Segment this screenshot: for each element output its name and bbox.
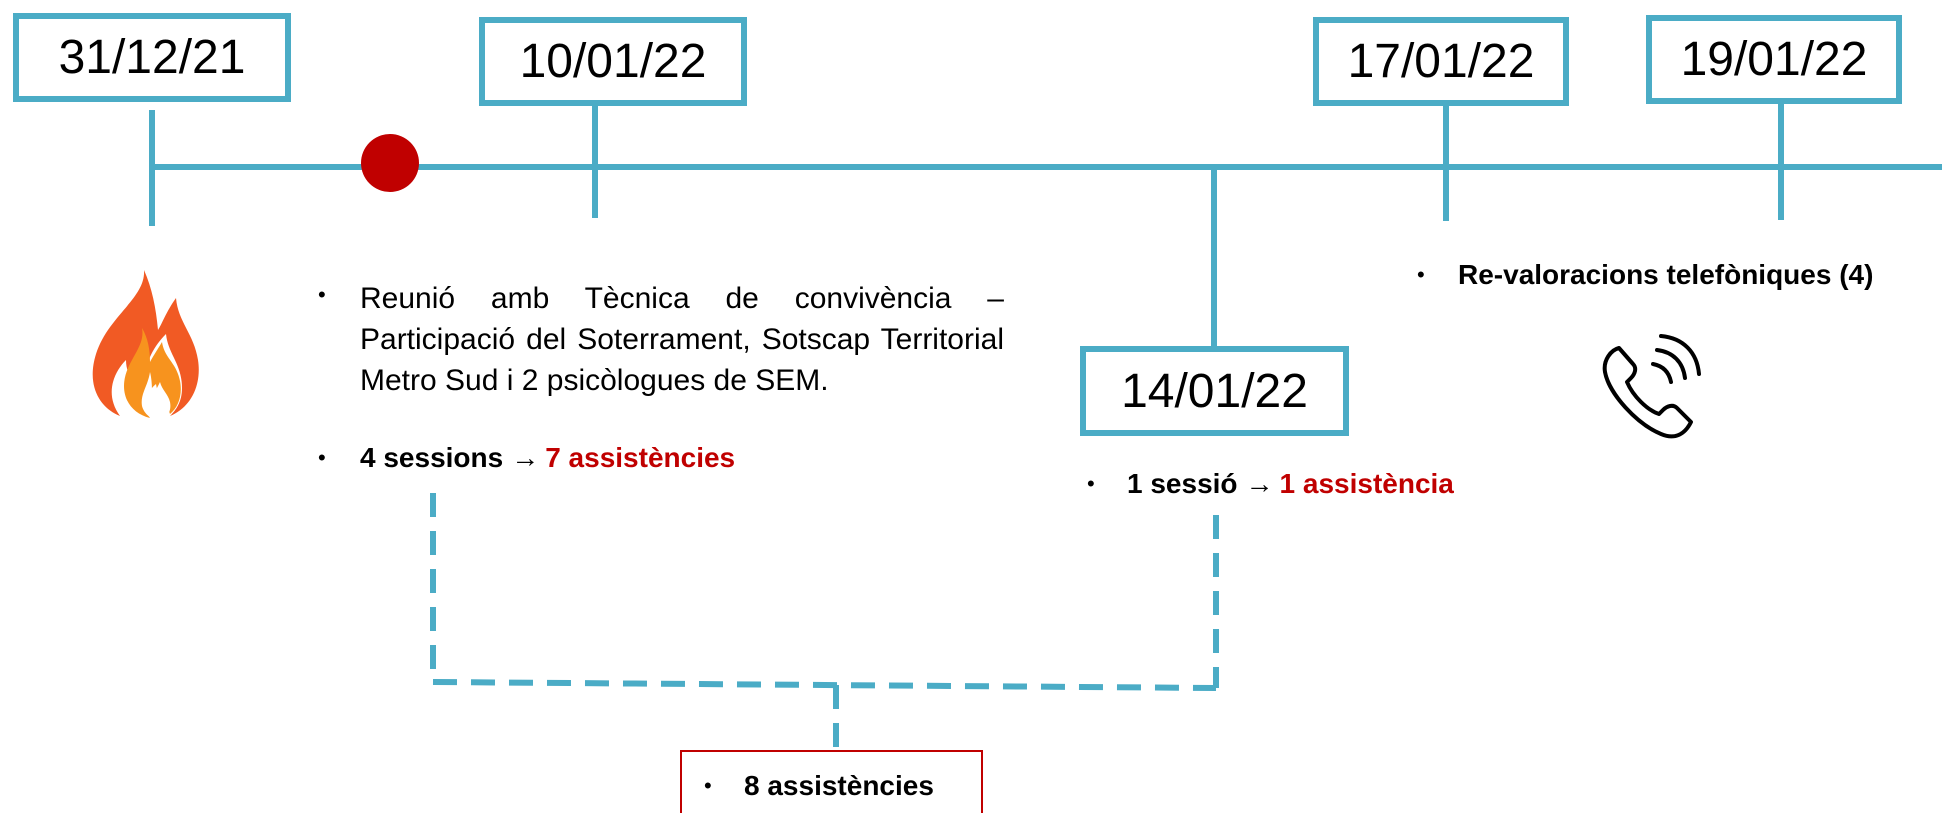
- date-label: 10/01/22: [519, 35, 707, 88]
- bullet-icon: •: [318, 445, 326, 470]
- total-box: • 8 assistències: [680, 750, 983, 813]
- total-text: 8 assistències: [744, 770, 934, 801]
- meeting-item: • Reunió amb Tècnica de convivència – Pa…: [318, 278, 1004, 401]
- date-box-17-01-22: 17/01/22: [1313, 17, 1569, 106]
- date-box-31-12-21: 31/12/21: [13, 13, 291, 102]
- arrow-icon: →: [511, 442, 540, 473]
- fire-icon: [92, 270, 199, 420]
- phone-ringing-icon: [1602, 334, 1701, 439]
- revaluations-text: Re-valoracions telefòniques (4): [1458, 259, 1874, 290]
- date-label: 31/12/21: [58, 31, 246, 84]
- arrow-icon: →: [1245, 468, 1274, 499]
- bullet-icon: •: [1087, 471, 1095, 496]
- sessions-item-10-01: • 4 sessions→7 assistències: [318, 438, 838, 478]
- attendance-count: 1 assistència: [1279, 468, 1454, 499]
- date-label: 17/01/22: [1347, 35, 1535, 88]
- attendance-count: 7 assistències: [545, 442, 736, 473]
- total-item: • 8 assistències: [704, 768, 974, 804]
- date-box-19-01-22: 19/01/22: [1646, 15, 1902, 104]
- date-box-10-01-22: 10/01/22: [479, 17, 747, 106]
- bullet-icon: •: [704, 773, 712, 798]
- date-label: 14/01/22: [1121, 364, 1308, 418]
- sessions-count: 1 sessió: [1127, 468, 1238, 499]
- revaluations-item: • Re-valoracions telefòniques (4): [1417, 255, 1937, 295]
- bullet-icon: •: [1417, 262, 1425, 287]
- bullet-icon: •: [318, 282, 326, 307]
- sessions-item-14-01: • 1 sessió→1 assistència: [1087, 464, 1507, 504]
- date-label: 19/01/22: [1680, 33, 1868, 86]
- sessions-count: 4 sessions: [360, 442, 504, 473]
- date-box-14-01-22: 14/01/22: [1080, 346, 1349, 436]
- meeting-text: Reunió amb Tècnica de convivència – Part…: [360, 282, 1004, 397]
- dashed-bracket: [430, 493, 1219, 752]
- red-dot-marker: [361, 134, 419, 192]
